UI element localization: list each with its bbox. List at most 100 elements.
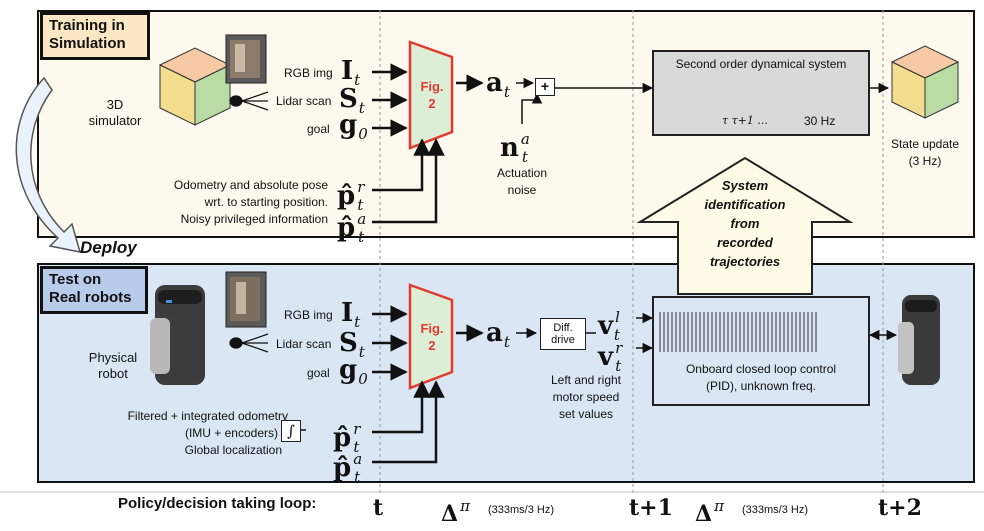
policy-network-real xyxy=(408,283,454,390)
timeline-label: Policy/decision taking loop: xyxy=(118,495,317,512)
real-title-line1: Test on xyxy=(49,271,102,288)
diff-drive-line1: Diff. xyxy=(553,322,573,334)
sim-title-line1: Training in xyxy=(49,17,125,34)
real-vl-sub: t xyxy=(613,326,620,344)
simulator-label-line1: 3D xyxy=(106,97,124,112)
filtered-line2: (IMU + encoders) xyxy=(184,426,278,440)
integrator-box: ∫ xyxy=(281,420,301,442)
sim-g-sub: 0 xyxy=(358,125,368,143)
sim-n-base: n xyxy=(500,133,519,163)
odometry-line2: wrt. to starting position. xyxy=(204,195,328,209)
sim-goal-label: goal xyxy=(307,122,330,136)
filtered-odometry-text: Filtered + integrated odometry (IMU + en… xyxy=(78,408,288,459)
motor-line1: Left and right xyxy=(550,373,622,387)
real-S-base: S xyxy=(339,328,358,358)
robot-right-image xyxy=(898,295,940,385)
odometry-text: Odometry and absolute pose wrt. to start… xyxy=(118,177,328,228)
sysid-line4: recorded xyxy=(717,235,773,250)
sim-a-base: a xyxy=(486,68,503,98)
simulator-label-line2: simulator xyxy=(88,113,142,128)
rgb-image-thumbnail-real xyxy=(225,271,267,328)
pid-text: Onboard closed loop control (PID), unkno… xyxy=(654,361,868,395)
dyn-freq-label: 30 Hz xyxy=(804,114,836,128)
timeline-period-2: (333ms/3 Hz) xyxy=(742,504,809,516)
real-rgb-label: RGB img xyxy=(284,308,333,322)
sysid-line3: from xyxy=(730,216,760,231)
pid-ticks xyxy=(659,312,817,352)
connectors xyxy=(300,63,898,464)
sim-g-base: g xyxy=(339,110,358,140)
real-symbol-I: It xyxy=(341,300,360,335)
real-panel-title: Test on Real robots xyxy=(40,266,148,314)
real-symbol-g: g0 xyxy=(339,357,368,392)
policy-network-sim xyxy=(408,40,454,150)
sim-panel-title: Training in Simulation xyxy=(40,12,150,60)
real-I-sub: t xyxy=(354,313,361,331)
sysid-line2: identification xyxy=(704,197,786,212)
real-g-base: g xyxy=(339,355,358,385)
real-title-line2: Real robots xyxy=(49,289,132,306)
filtered-line1: Filtered + integrated odometry xyxy=(127,409,288,423)
dyn-system-box: Second order dynamical system τ τ+1 ... … xyxy=(652,50,870,136)
real-vl-sup: l xyxy=(615,308,620,326)
sim-n-sub: t xyxy=(521,148,528,166)
diff-drive-box: Diff. drive xyxy=(540,318,586,350)
motor-speed-label: Left and right motor speed set values xyxy=(536,372,636,423)
real-symbol-S: St xyxy=(339,330,365,365)
sysid-arrow xyxy=(636,156,854,295)
real-a-sub: t xyxy=(503,333,510,351)
real-I-base: I xyxy=(341,298,354,328)
real-lidar-label: Lidar scan xyxy=(276,337,332,351)
real-vl-base: v xyxy=(598,311,614,341)
actuation-line1: Actuation xyxy=(496,166,548,180)
deploy-arrow xyxy=(15,76,82,253)
sim-S-sub: t xyxy=(358,99,365,117)
timeline-period-1: (333ms/3 Hz) xyxy=(488,504,555,516)
delta-1-base: Δ xyxy=(441,501,459,527)
real-S-sub: t xyxy=(358,343,365,361)
real-pa-sub: t xyxy=(354,468,361,486)
pid-line1: Onboard closed loop control xyxy=(685,362,837,376)
odometry-line3: Noisy privileged information xyxy=(180,212,328,226)
rgb-image-thumbnail-sim xyxy=(225,34,267,84)
sysid-line1: System xyxy=(721,178,769,193)
delta-2-sup: π xyxy=(714,497,724,515)
sim-symbol-S: St xyxy=(339,86,365,121)
timeline-t2: t+2 xyxy=(878,495,922,521)
real-symbol-p-r: p̂rt xyxy=(333,416,361,460)
dyn-system-title: Second order dynamical system xyxy=(675,57,847,71)
real-pr-sup: r xyxy=(353,420,361,438)
sim-pr-base: p̂ xyxy=(337,181,356,211)
timeline-t0: t xyxy=(373,495,384,521)
real-pr-base: p̂ xyxy=(333,423,352,453)
timeline-t1: t+1 xyxy=(629,495,673,521)
sim-symbol-a: at xyxy=(486,70,510,105)
real-symbol-p-a: p̂at xyxy=(333,446,363,490)
sim-symbol-p-a: p̂at xyxy=(337,206,366,250)
real-g-sub: 0 xyxy=(358,370,368,388)
sim-pa-sub: t xyxy=(358,228,365,246)
sim-symbol-g: g0 xyxy=(339,112,368,147)
real-fig-line1: Fig. xyxy=(420,321,444,336)
physical-robot-line1: Physical xyxy=(88,350,138,365)
real-pr-sub: t xyxy=(353,438,360,456)
sim-S-base: S xyxy=(339,84,358,114)
real-vr-sup: r xyxy=(615,339,623,357)
sum-node: + xyxy=(535,78,555,96)
sim-rgb-label: RGB img xyxy=(284,66,333,80)
real-pa-sup: a xyxy=(353,450,363,468)
sim-fig-line2: 2 xyxy=(428,96,436,111)
lidar-sensor-icon-sim xyxy=(229,91,269,111)
sim-pr-sup: r xyxy=(357,178,365,196)
integral-icon: ∫ xyxy=(287,422,295,440)
simulator-cube-icon xyxy=(158,47,232,126)
sim-symbol-p-r: p̂rt xyxy=(337,174,365,218)
deploy-label: Deploy xyxy=(80,238,137,257)
real-symbol-a: at xyxy=(486,320,510,355)
sysid-text: System identification from recorded traj… xyxy=(680,176,810,271)
simulator-label: 3D simulator xyxy=(80,97,150,129)
lidar-sensor-icon-real xyxy=(229,333,269,353)
real-goal-label: goal xyxy=(307,366,330,380)
